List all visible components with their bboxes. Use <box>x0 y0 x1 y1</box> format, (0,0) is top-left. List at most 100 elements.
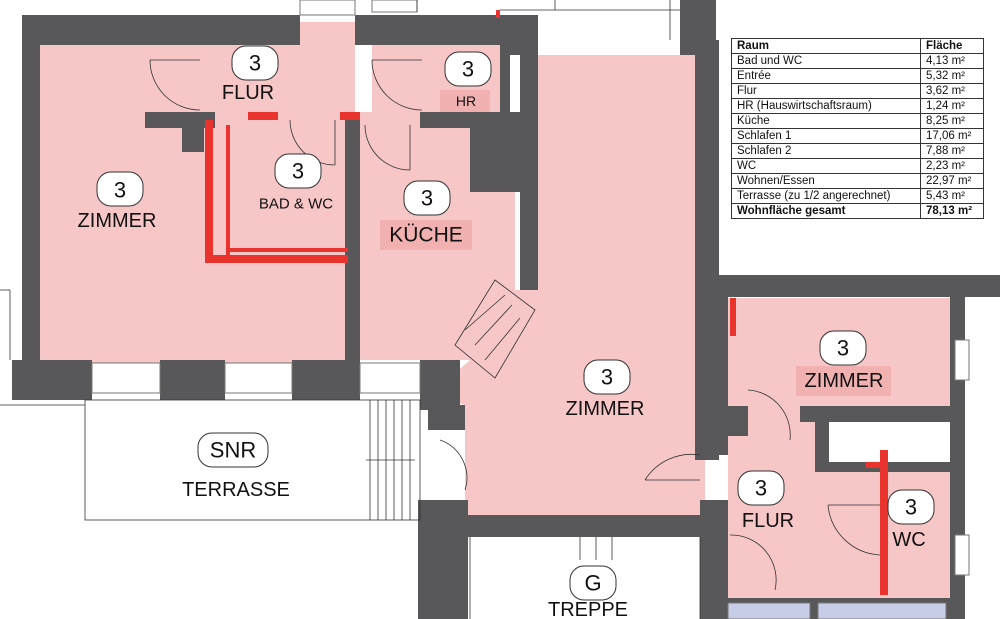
window <box>359 362 421 394</box>
door-swing <box>439 439 468 491</box>
red-wall <box>496 10 500 18</box>
wall <box>182 112 204 152</box>
room-flur-top: 3 FLUR <box>222 45 279 104</box>
window <box>954 534 970 576</box>
red-wall <box>340 112 360 120</box>
row-room: Bad und WC <box>731 53 921 69</box>
room-kueche: 3 KÜCHE <box>380 180 472 250</box>
wall <box>420 112 520 128</box>
window <box>91 362 161 394</box>
room-badge: 3 <box>601 365 613 390</box>
row-area: 2,23 m² <box>920 158 984 174</box>
window <box>371 0 418 13</box>
row-room: Küche <box>731 113 921 129</box>
room-terrasse: SNR TERRASSE <box>182 432 290 501</box>
room-zimmer-center: 3 ZIMMER <box>566 359 645 420</box>
room-badge: 3 <box>905 495 917 520</box>
room-zimmer-left: 3 ZIMMER <box>78 171 157 232</box>
room-name: TREPPE <box>548 599 628 619</box>
row-room: Wohnen/Essen <box>731 173 921 189</box>
row-area: 3,62 m² <box>920 83 984 99</box>
room-name: ZIMMER <box>78 210 157 232</box>
room-badge: 3 <box>462 57 474 82</box>
wall <box>292 360 360 400</box>
diagonal-stairs <box>454 279 536 379</box>
red-wall <box>205 120 213 262</box>
wall <box>418 500 468 619</box>
room-treppe: G TREPPE <box>548 565 628 619</box>
wall <box>800 406 950 422</box>
terrace-steps <box>366 400 415 520</box>
total-area: 78,13 m² <box>920 203 984 219</box>
row-room: Flur <box>731 83 921 99</box>
wall <box>145 112 215 128</box>
room-zimmer-right: 3 ZIMMER <box>796 330 891 396</box>
room-badge: SNR <box>210 438 256 463</box>
row-room: WC <box>731 158 921 174</box>
red-wall <box>230 248 348 252</box>
windows <box>91 0 970 619</box>
wall <box>420 360 460 410</box>
row-area: 8,25 m² <box>920 113 984 129</box>
row-room: HR (Hauswirtschaftsraum) <box>731 98 921 114</box>
red-wall <box>880 450 888 595</box>
room-name: HR <box>456 93 476 109</box>
room-name: ZIMMER <box>566 398 645 420</box>
row-area: 1,24 m² <box>920 98 984 114</box>
total-label: Wohnfläche gesamt <box>731 203 921 219</box>
terrace-outline <box>84 399 421 521</box>
row-room: Schlafen 2 <box>731 143 921 159</box>
door-swing <box>747 389 791 441</box>
row-area: 5,43 m² <box>920 188 984 204</box>
flur-bottom-fill <box>728 406 870 600</box>
door-swings <box>0 0 881 619</box>
wall <box>345 112 360 362</box>
row-area: 4,13 m² <box>920 53 984 69</box>
header-area: Fläche <box>920 38 984 54</box>
room-wc: 3 WC <box>887 489 935 551</box>
wall <box>160 360 225 400</box>
room-name: FLUR <box>222 82 274 104</box>
door-swing <box>644 454 701 481</box>
door-swing <box>729 534 777 591</box>
wall <box>815 422 829 470</box>
room-badge: 3 <box>421 186 433 211</box>
room-labels: 3 ZIMMER 3 FLUR 3 HR 3 BAD & WC 3 KÜCHE <box>78 45 935 619</box>
area-table-header: Raum Fläche <box>731 38 984 54</box>
room-name: TERRASSE <box>182 479 290 501</box>
room-badge: 3 <box>292 159 304 184</box>
row-area: 22,97 m² <box>920 173 984 189</box>
door-swing <box>371 59 423 111</box>
room-badge: 3 <box>755 476 767 501</box>
room-flur-bottom: 3 FLUR <box>737 470 794 532</box>
door-swing <box>149 59 201 111</box>
wall <box>355 15 500 45</box>
table-row: HR (Hauswirtschaftsraum)1,24 m² <box>731 98 984 114</box>
room-bad-wc: 3 BAD & WC <box>259 153 333 213</box>
table-row: Terrasse (zu 1/2 angerechnet)5,43 m² <box>731 188 984 204</box>
wall <box>428 405 465 430</box>
row-area: 5,32 m² <box>920 68 984 84</box>
zimmer-center-fill <box>430 55 705 515</box>
red-wall <box>205 255 348 263</box>
window <box>817 602 947 619</box>
red-wall <box>226 125 230 255</box>
window <box>224 362 293 394</box>
red-wall <box>730 298 736 336</box>
wall <box>22 15 300 45</box>
row-area: 7,88 m² <box>920 143 984 159</box>
wall <box>710 275 1000 297</box>
room-name: BAD & WC <box>259 196 333 213</box>
window <box>954 339 970 381</box>
window <box>727 602 811 619</box>
